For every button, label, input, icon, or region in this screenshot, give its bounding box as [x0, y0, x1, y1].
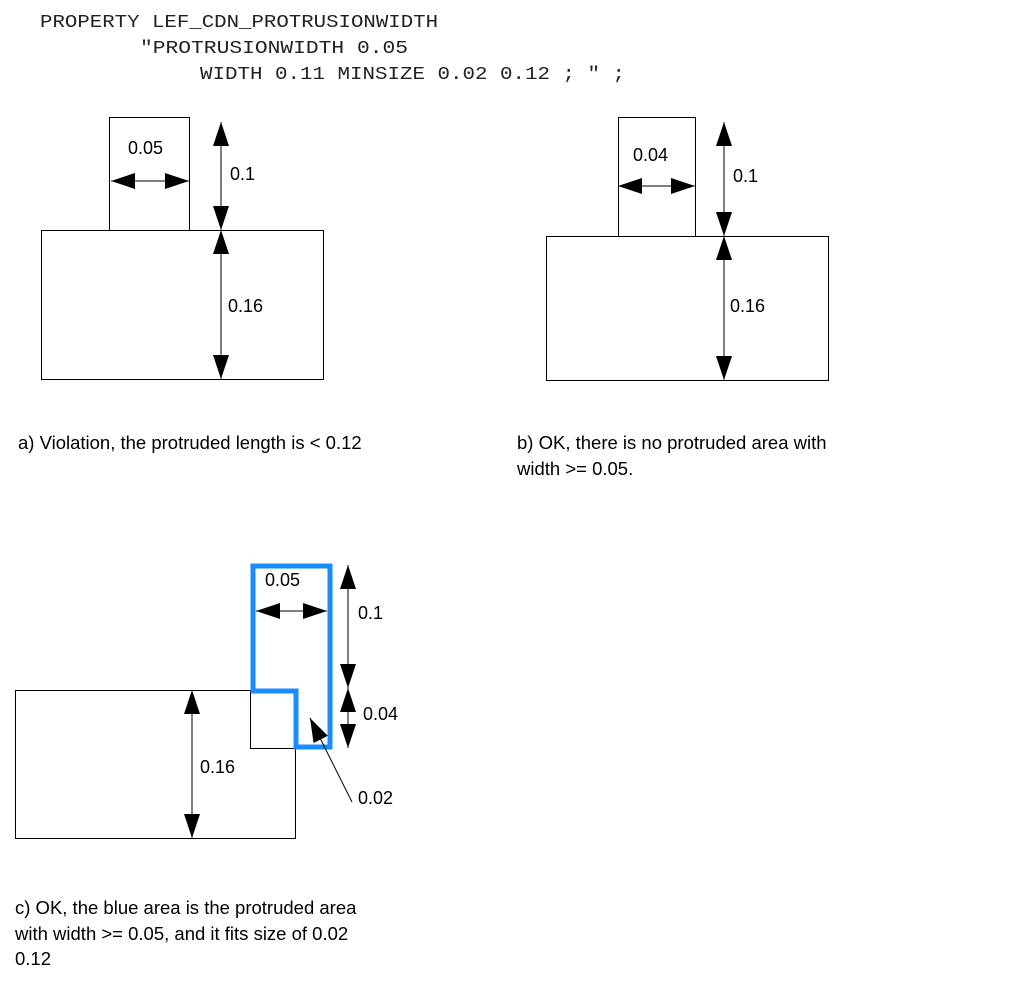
- protruded-area-outline: [250, 563, 333, 750]
- figure-b: 0.04 0.1 0.16 b) OK, there is no protrud…: [516, 117, 829, 479]
- width-label: 0.05: [265, 570, 300, 590]
- code-line-2: "PROTRUSIONWIDTH 0.05: [140, 39, 408, 59]
- body-height-label: 0.16: [200, 757, 235, 777]
- code-line-1: PROPERTY LEF_CDN_PROTRUSIONWIDTH: [40, 13, 438, 33]
- caption-a: a) Violation, the protruded length is < …: [18, 432, 362, 453]
- body-rect: [546, 236, 829, 381]
- caption-b-line-1: b) OK, there is no protruded area with: [517, 432, 827, 453]
- width-label: 0.04: [633, 145, 668, 165]
- figure-a: 0.05 0.1 0.16 a) Violation, the protrude…: [18, 117, 362, 453]
- body-height-label: 0.16: [228, 296, 263, 316]
- caption-b-line-2: width >= 0.05.: [516, 458, 633, 479]
- step-rect: [250, 690, 296, 749]
- caption-c-line-3: 0.12: [15, 948, 51, 969]
- body-height-label: 0.16: [730, 296, 765, 316]
- caption-c-line-2: with width >= 0.05, and it fits size of …: [14, 923, 348, 944]
- code-line-3: WIDTH 0.11 MINSIZE 0.02 0.12 ; " ;: [200, 65, 625, 85]
- protrusion-rect: [109, 117, 190, 231]
- property-code-block: PROPERTY LEF_CDN_PROTRUSIONWIDTH "PROTRU…: [40, 13, 625, 85]
- protrusion-rect: [618, 117, 696, 237]
- step-height-label: 0.04: [363, 704, 398, 724]
- length-label: 0.1: [230, 164, 255, 184]
- leader-arrow: [309, 717, 353, 803]
- body-rect: [41, 230, 324, 380]
- width-label: 0.05: [128, 138, 163, 158]
- body-rect: [15, 690, 296, 839]
- length-label: 0.1: [358, 603, 383, 623]
- length-label: 0.1: [733, 166, 758, 186]
- step-width-label: 0.02: [358, 788, 393, 808]
- figure-c: 0.05 0.1 0.04 0.02 0.16 c) OK, the blue …: [14, 563, 398, 969]
- caption-c-line-1: c) OK, the blue area is the protruded ar…: [15, 897, 357, 918]
